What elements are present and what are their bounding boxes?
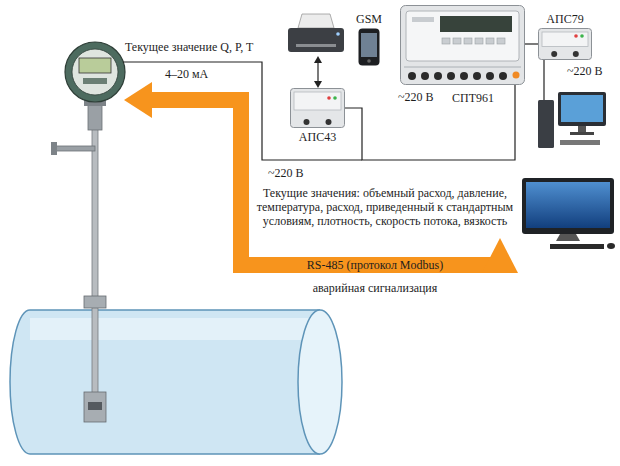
pipe-outline <box>30 310 320 454</box>
cable-gland <box>473 72 481 80</box>
interface-label: RS-485 (протокол Modbus) <box>307 258 443 272</box>
adapter-body <box>539 29 592 60</box>
pc-stand <box>578 126 586 132</box>
arrow-head <box>124 82 152 118</box>
cable-gland <box>326 119 332 125</box>
printer-led <box>336 32 340 36</box>
cable-gland <box>499 72 507 80</box>
cable-gland <box>551 51 557 57</box>
device-label: АПС79 <box>546 12 583 26</box>
sensor-tip <box>84 392 106 422</box>
sensor-rod <box>92 100 98 395</box>
printer-link <box>317 62 318 82</box>
sensor-fitting <box>84 296 106 308</box>
phone-device: GSM <box>358 28 380 66</box>
key <box>475 38 483 44</box>
data-list: Текущие значения: объемный расход, давле… <box>255 186 515 228</box>
power-label: ~220 В <box>567 64 603 78</box>
adapter-device: АПС43 <box>290 88 345 128</box>
sensor-slot <box>88 402 102 410</box>
signal-range: 4–20 мА <box>165 67 208 81</box>
cable-gland <box>460 72 468 80</box>
printer-paper <box>298 14 334 28</box>
pc-keyboard <box>560 140 600 145</box>
mouse <box>607 243 615 249</box>
meter-face <box>72 49 118 95</box>
pc-cable <box>543 60 544 100</box>
pipe-opening <box>298 310 342 454</box>
device-picture <box>290 88 345 128</box>
arrow-head <box>314 56 322 63</box>
pipe-highlight <box>30 318 320 340</box>
key <box>464 38 472 44</box>
wire <box>345 85 515 160</box>
adapter-plate <box>294 92 341 110</box>
pc-screen <box>561 95 603 122</box>
monitor-stand <box>556 234 580 241</box>
cable-gland <box>434 72 442 80</box>
meter-display <box>79 58 111 73</box>
monitor-screen <box>526 182 610 228</box>
name-plate <box>412 17 434 22</box>
device-label: GSM <box>356 12 382 26</box>
front-panel <box>406 11 519 61</box>
meter-plate <box>83 78 107 84</box>
logo-mark <box>513 72 520 79</box>
cable-gland <box>408 72 416 80</box>
cable-gland <box>573 51 579 57</box>
arrow-head <box>482 238 518 273</box>
sensor-handle <box>55 146 95 151</box>
cable-gland <box>486 72 494 80</box>
calculator-device: СПТ961 <box>400 5 525 85</box>
status-led <box>574 34 578 38</box>
device-label: СПТ961 <box>452 91 494 105</box>
alarm-label: аварийная сигнализация <box>313 281 438 295</box>
pc-base <box>570 132 594 135</box>
status-led <box>580 34 584 38</box>
status-led <box>333 96 337 100</box>
pipe-body <box>30 310 320 454</box>
device-picture <box>400 5 525 85</box>
wire <box>525 43 538 44</box>
printer-body <box>288 28 344 52</box>
phone-body <box>359 29 380 66</box>
pipe-end <box>10 310 30 454</box>
device-label: АПС43 <box>299 130 336 144</box>
cable-gland <box>304 119 310 125</box>
keyboard <box>550 244 604 249</box>
sensor-knob <box>51 142 57 155</box>
monitor-frame <box>522 178 614 234</box>
power-label: ~220 В <box>268 166 304 180</box>
adapter-body <box>291 89 345 128</box>
calculator-display <box>440 16 512 32</box>
key <box>486 38 494 44</box>
adapter-device: АПС79 <box>538 28 592 60</box>
adapter-plate <box>542 32 588 46</box>
panel-seam <box>404 67 521 68</box>
key <box>453 38 461 44</box>
phone-button <box>367 59 371 63</box>
cable-gland <box>421 72 429 80</box>
arrow-head <box>314 81 322 88</box>
cable-gland <box>447 72 455 80</box>
pc-tower <box>538 100 554 148</box>
data-arrow <box>150 100 508 265</box>
meter-head <box>65 42 125 102</box>
key <box>497 38 505 44</box>
device-picture <box>538 28 592 60</box>
key <box>442 38 450 44</box>
pc-monitor <box>558 92 606 126</box>
status-led <box>327 96 331 100</box>
device-picture <box>358 28 380 66</box>
printer-slot <box>296 44 336 47</box>
calculator-body <box>401 6 525 85</box>
phone-screen <box>361 33 377 57</box>
signal-caption: Текущее значение Q, P, T <box>125 40 253 54</box>
power-label: ~220 В <box>398 90 434 104</box>
